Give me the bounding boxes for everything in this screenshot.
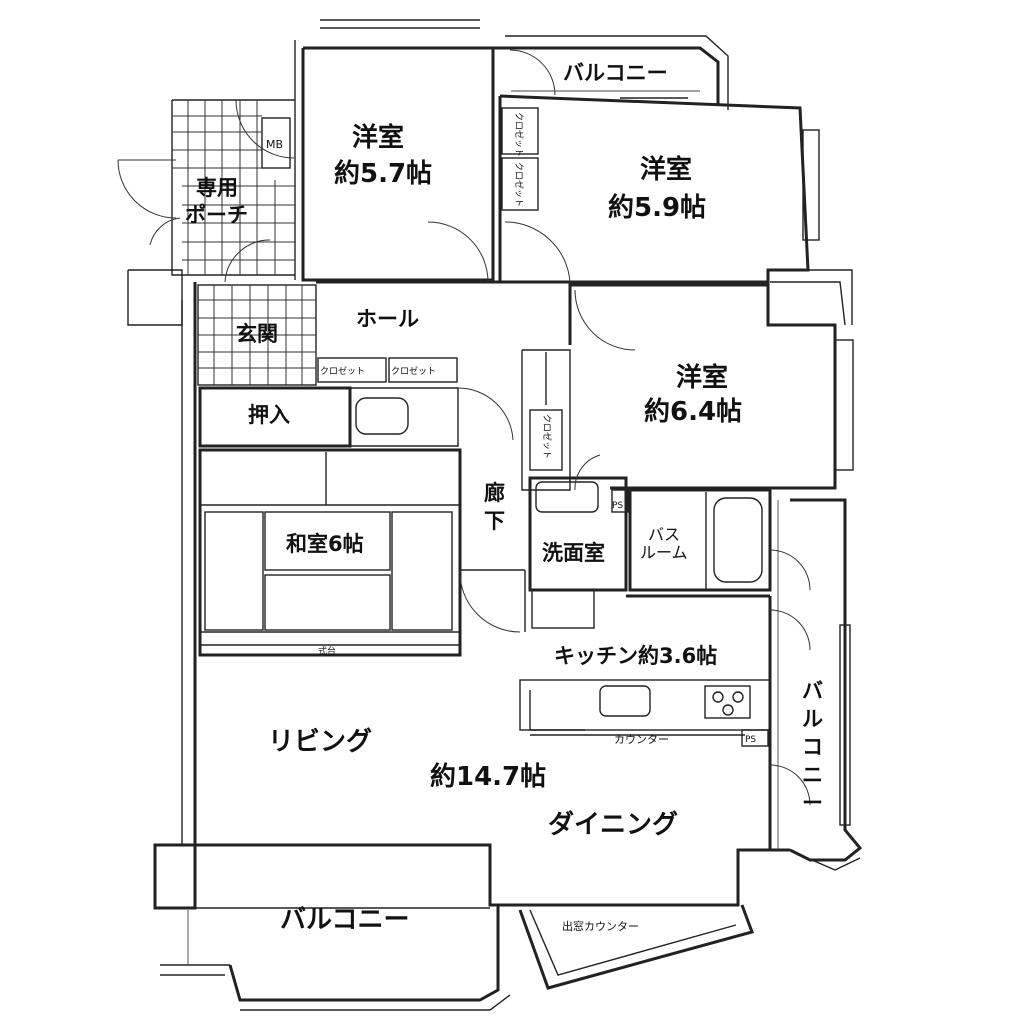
closet-label-bedroom1-2: クロゼット (513, 162, 525, 207)
closet-label-hall-1: クロゼット (320, 365, 365, 377)
hall-label: ホール (356, 307, 419, 331)
entrance-tile-grid (197, 284, 317, 386)
dining-label: ダイニング (548, 809, 678, 840)
corridor-label-1: 廊 (484, 481, 505, 505)
closet-label-bedroom1-1: クロゼット (513, 112, 525, 157)
balcony-bottom-label: バルコニー (280, 905, 409, 935)
balcony-right-char: ニ (802, 763, 823, 787)
porch-tile-grid (172, 100, 295, 275)
living-label: リビング (268, 727, 372, 757)
counter-label: カウンター (614, 733, 669, 746)
balcony-right-label: バ ル コ ニ ー (802, 679, 823, 815)
japanese-room-label: 和室6帖 (286, 532, 364, 556)
balcony-right-char: バ (802, 679, 823, 703)
closet-label-corridor: クロゼット (541, 414, 553, 459)
kitchen-label: キッチン約3.6帖 (554, 644, 717, 668)
interior-walls (198, 280, 772, 850)
balcony-top-label: バルコニー (563, 61, 668, 85)
ps-label-washroom: PS (612, 501, 623, 511)
bay-counter-label: 出窓カウンター (562, 919, 639, 933)
bath-label-2: ルーム (640, 543, 688, 562)
door-swings (117, 49, 811, 806)
bedroom-2-size: 約5.9帖 (608, 192, 706, 223)
corridor-label-2: 下 (484, 509, 505, 533)
balcony-right-char: ル (802, 707, 823, 731)
bedroom-1-size: 約5.7帖 (334, 158, 432, 189)
closet-label-hall-2: クロゼット (391, 365, 436, 377)
bedroom-3-size: 約6.4帖 (644, 396, 742, 427)
balcony-right-char: コ (802, 735, 823, 759)
washroom-label: 洗面室 (542, 541, 605, 565)
balcony-right-char: ー (802, 791, 823, 815)
ps-label-kitchen: PS (745, 735, 756, 745)
bedroom-1-name: 洋室 (352, 122, 404, 153)
bedroom-2-name: 洋室 (640, 154, 692, 185)
shikidai-label: 式台 (318, 645, 336, 657)
porch-label-2: ポーチ (185, 203, 248, 227)
bath-label-1: バス (648, 525, 680, 544)
porch-label-1: 専用 (196, 176, 238, 200)
closet-boxes (501, 107, 539, 211)
entrance-label: 玄関 (236, 322, 278, 346)
bedroom-3-name: 洋室 (676, 362, 728, 393)
living-dining-size: 約14.7帖 (430, 761, 546, 792)
mb-label: MB (266, 138, 283, 151)
oshiire-label: 押入 (248, 403, 290, 427)
